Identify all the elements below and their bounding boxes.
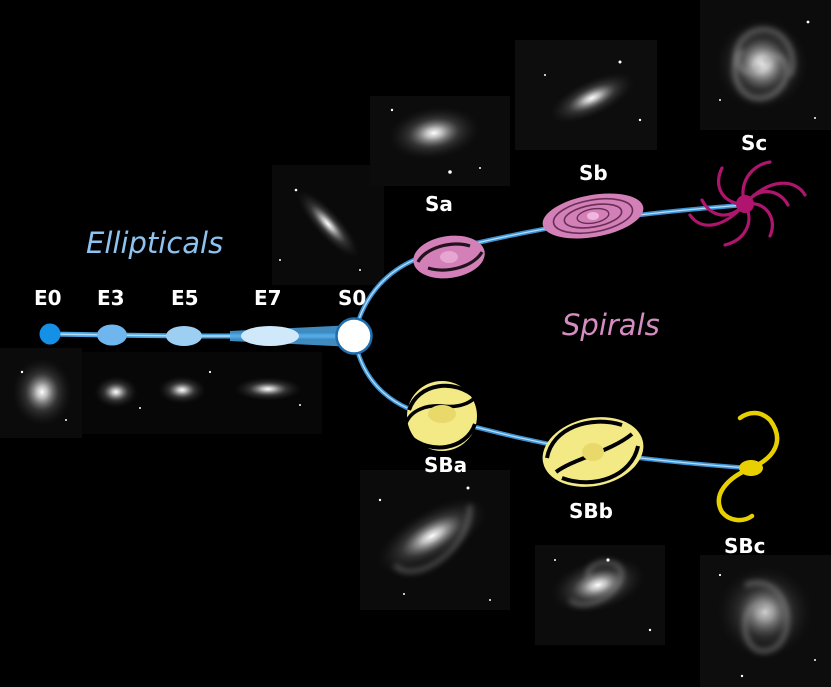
barred-spiral-icons [403,381,780,523]
photo-e3-galaxy [94,376,138,408]
label-sa: Sa [425,192,453,216]
photo-e5-galaxy [158,376,206,404]
sba-galaxy-icon [403,381,482,451]
sb-galaxy-icon [542,193,644,239]
label-sba: SBa [424,453,467,477]
spirals-title: Spirals [562,308,660,342]
e7-galaxy-icon [241,326,299,346]
e0-galaxy-icon [39,323,61,345]
photo-sba-galaxy [376,497,488,575]
sa-galaxy-icon [413,235,485,279]
elliptical-icons [39,317,373,355]
e5-galaxy-icon [166,326,202,346]
photo-sbb-galaxy [551,556,645,614]
label-e5: E5 [171,286,199,310]
photo-e0-galaxy [12,358,72,426]
label-sb: Sb [579,161,608,185]
sbb-galaxy-icon [542,417,644,487]
sbc-galaxy-icon [716,410,780,523]
background-stars [20,20,816,678]
label-e3: E3 [97,286,125,310]
label-sbb: SBb [569,499,613,523]
photo-sb-galaxy [549,72,635,124]
photo-sa-galaxy [388,106,480,160]
photo-s0-galaxy [297,190,359,258]
e3-galaxy-icon [97,324,127,346]
label-s0: S0 [338,286,366,310]
photo-sc-galaxy [716,18,808,110]
spiral-icons [413,160,807,279]
photo-e7-galaxy [234,377,302,401]
ellipticals-title: Ellipticals [86,226,223,260]
label-e7: E7 [254,286,282,310]
label-e0: E0 [34,286,62,310]
s0-galaxy-icon [335,317,373,355]
label-sc: Sc [741,131,767,155]
label-sbc: SBc [724,534,766,558]
sc-galaxy-icon [688,160,807,247]
photo-sbc-galaxy [717,566,813,658]
